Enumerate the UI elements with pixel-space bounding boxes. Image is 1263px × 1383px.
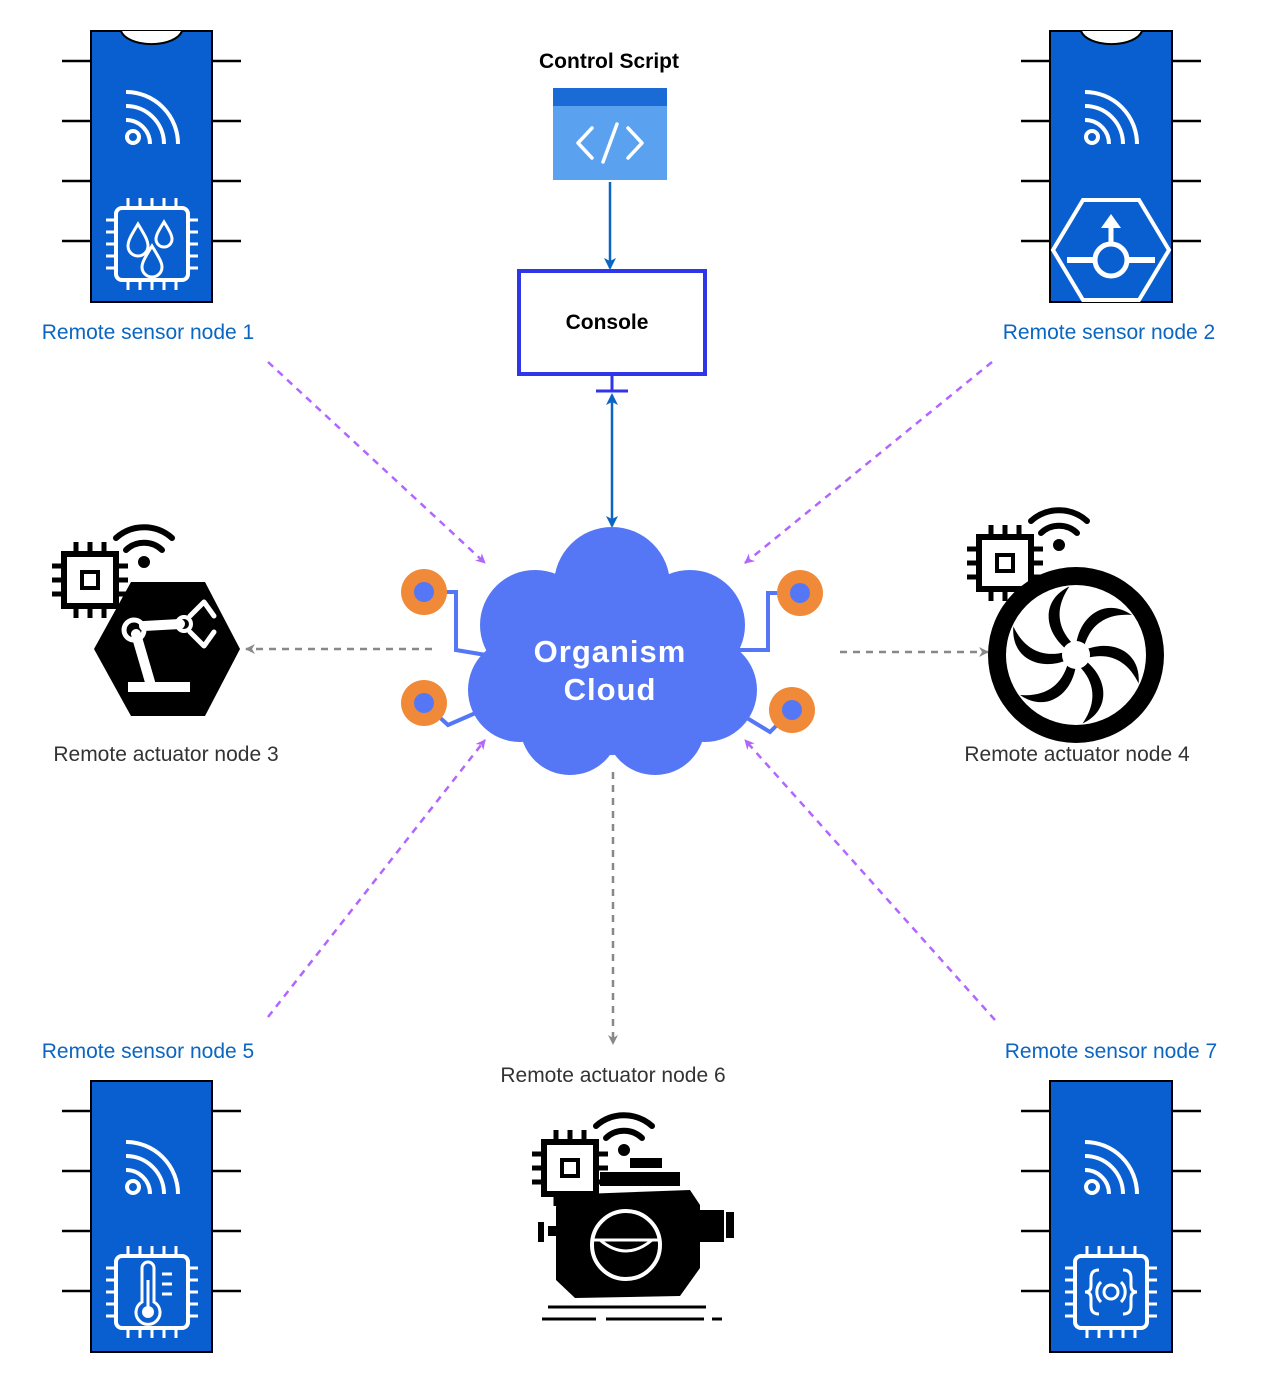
flow-hexagon-icon [1050, 198, 1172, 302]
thermometer-chip-icon [104, 1244, 200, 1340]
organism-cloud[interactable] [468, 527, 757, 775]
node-2-label: Remote sensor node 2 [1003, 321, 1215, 344]
terminal-tr [777, 570, 823, 616]
code-chip-icon [1063, 1244, 1159, 1340]
terminal-tl [401, 569, 447, 615]
terminal-br [769, 687, 815, 733]
node-6-label: Remote actuator node 6 [500, 1064, 725, 1087]
node-1-label: Remote sensor node 1 [42, 321, 254, 344]
console-label: Console [566, 311, 649, 334]
humidity-chip-icon [104, 196, 200, 292]
robot-arm-icon [121, 599, 217, 692]
link-node2-cloud [744, 361, 993, 564]
actuator-links [245, 644, 989, 1045]
node-3-label: Remote actuator node 3 [53, 743, 278, 766]
terminal-bl [401, 680, 447, 726]
cloud-label-line1: Organism [534, 634, 687, 669]
control-links [604, 182, 618, 528]
actuator-node-6[interactable] [532, 1115, 734, 1321]
cloud-label-line2: Cloud [564, 672, 657, 707]
node-7-label: Remote sensor node 7 [1005, 1040, 1217, 1063]
node-4-label: Remote actuator node 4 [964, 743, 1190, 766]
link-node7-cloud [744, 739, 996, 1021]
console-monitor[interactable] [517, 269, 707, 393]
sensor-node-7[interactable] [1021, 1080, 1201, 1353]
node-5-label: Remote sensor node 5 [42, 1040, 254, 1063]
engine-icon [538, 1158, 734, 1321]
sensor-node-5[interactable] [62, 1080, 241, 1353]
sensor-node-1[interactable] [62, 30, 241, 303]
sensor-links [267, 361, 996, 1021]
fan-icon [988, 567, 1164, 743]
actuator-node-4[interactable] [967, 510, 1164, 743]
link-node1-cloud [267, 361, 486, 564]
code-icon[interactable] [553, 88, 667, 180]
link-node5-cloud [267, 739, 486, 1018]
actuator-node-3[interactable] [52, 527, 240, 716]
sensor-node-2[interactable] [1021, 30, 1201, 303]
control-script-label: Control Script [539, 50, 679, 73]
